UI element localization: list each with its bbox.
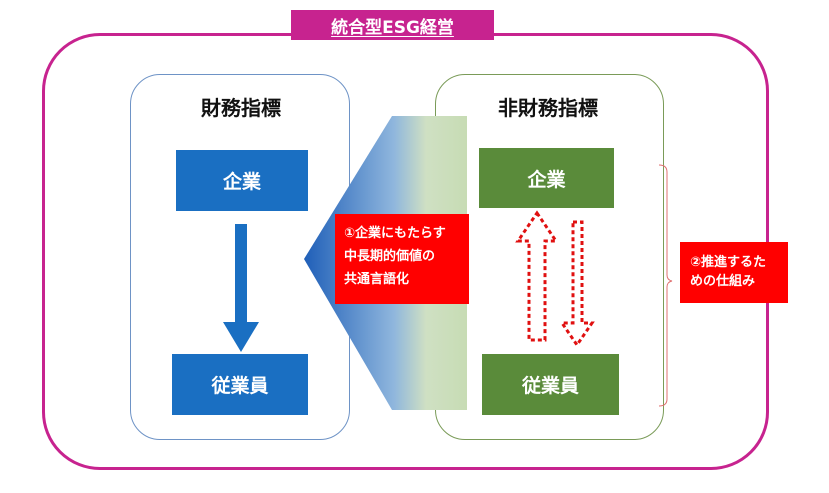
financial-indicators-title: 財務指標 [201, 96, 281, 120]
diagram-title: 統合型ESG経営 [291, 10, 494, 40]
left-employee-box: 従業員 [172, 354, 308, 415]
left-company-box: 企業 [176, 150, 308, 211]
note2-line-1: ②推進するた [690, 255, 767, 270]
right-employee-box: 従業員 [482, 354, 619, 415]
right-brace [658, 164, 673, 407]
non-financial-indicators-title: 非財務指標 [498, 96, 598, 120]
common-language-note: ①企業にもたらす 中長期的価値の 共通言語化 [335, 214, 469, 304]
note1-line-1: ①企業にもたらす [344, 226, 446, 241]
promotion-mechanism-note: ②推進するた めの仕組み [680, 242, 788, 303]
note1-line-2: 中長期的価値の [344, 249, 436, 264]
note2-line-2: めの仕組み [690, 274, 756, 289]
dotted-down-arrow [559, 220, 595, 348]
dotted-up-arrow [515, 210, 559, 342]
right-company-box: 企業 [479, 148, 614, 208]
note1-line-3: 共通言語化 [344, 272, 410, 287]
financial-down-arrow [223, 224, 259, 352]
